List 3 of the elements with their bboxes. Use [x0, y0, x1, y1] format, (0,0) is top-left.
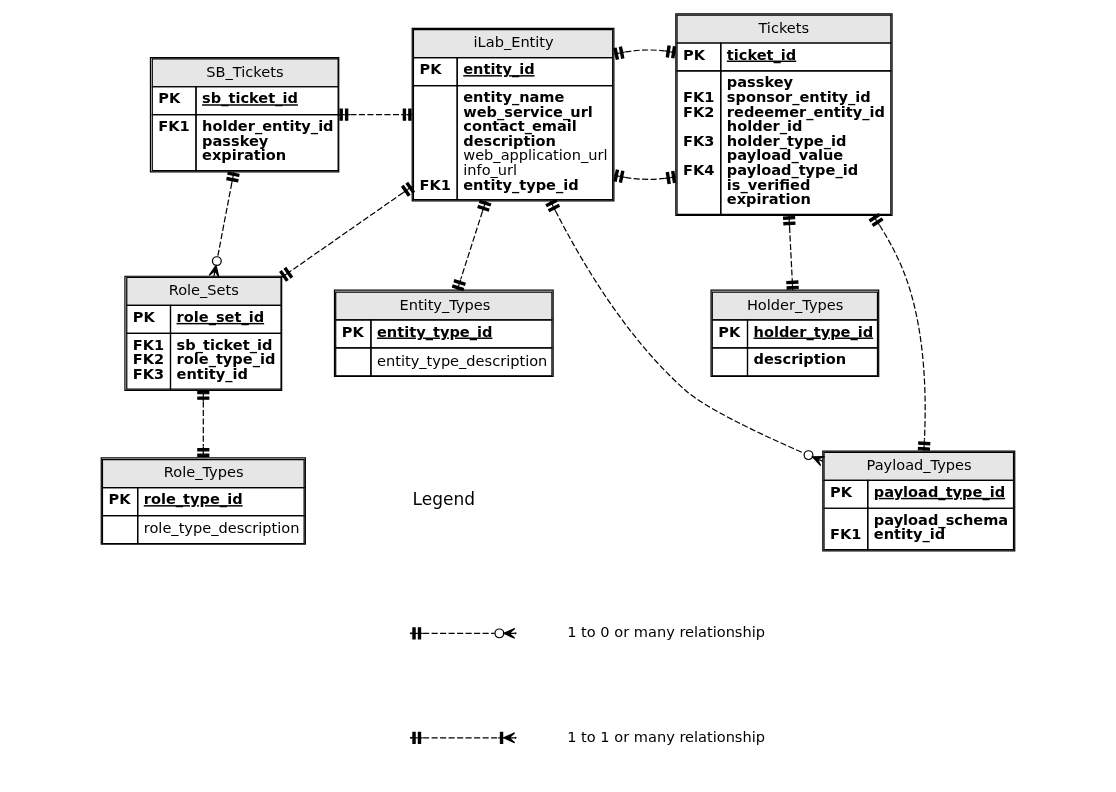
legend-label: 1 to 1 or many relationship: [567, 727, 765, 745]
label: Legend: [412, 488, 476, 509]
legend-label: 1 to 0 or many relationship: [567, 622, 765, 640]
